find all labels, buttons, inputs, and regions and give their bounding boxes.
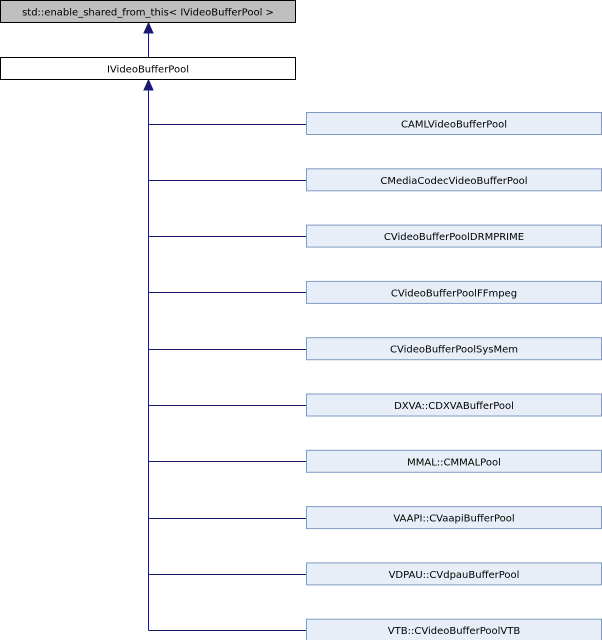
derived-class-label: VAAPI::CVaapiBufferPool (393, 514, 514, 525)
derived-class-label: CMediaCodecVideoBufferPool (380, 176, 527, 187)
current-class-node[interactable]: IVideoBufferPool (0, 57, 296, 80)
derived-class-label: VTB::CVideoBufferPoolVTB (388, 626, 521, 637)
arrow-head (143, 78, 154, 91)
derived-class-node[interactable]: VDPAU::CVdpauBufferPool (306, 562, 602, 586)
derived-class-label: CVideoBufferPoolDRMPRIME (384, 232, 524, 243)
derived-class-node[interactable]: CVideoBufferPoolSysMem (306, 337, 602, 361)
derived-class-node[interactable]: CVideoBufferPoolDRMPRIME (306, 224, 602, 248)
derived-class-label: VDPAU::CVdpauBufferPool (389, 570, 520, 581)
derived-class-node[interactable]: CAMLVideoBufferPool (306, 112, 602, 135)
derived-class-label: CVideoBufferPoolSysMem (390, 345, 518, 356)
derived-class-label: DXVA::CDXVABufferPool (394, 401, 514, 412)
derived-class-node[interactable]: VAAPI::CVaapiBufferPool (306, 506, 602, 530)
derived-classes: CAMLVideoBufferPoolCMediaCodecVideoBuffe… (306, 112, 602, 640)
derived-class-label: MMAL::CMMALPool (407, 457, 501, 468)
base-class-label: std::enable_shared_from_this< IVideoBuff… (22, 8, 274, 19)
derived-class-node[interactable]: CMediaCodecVideoBufferPool (306, 168, 602, 192)
inheritance-edges (143, 21, 307, 631)
base-class-node[interactable]: std::enable_shared_from_this< IVideoBuff… (0, 0, 296, 23)
derived-class-label: CVideoBufferPoolFFmpeg (391, 288, 517, 299)
derived-class-label: CAMLVideoBufferPool (401, 120, 507, 131)
current-class-label: IVideoBufferPool (107, 65, 189, 76)
derived-class-node[interactable]: VTB::CVideoBufferPoolVTB (306, 618, 602, 640)
derived-class-node[interactable]: DXVA::CDXVABufferPool (306, 393, 602, 417)
derived-class-node[interactable]: CVideoBufferPoolFFmpeg (306, 280, 602, 304)
derived-class-node[interactable]: MMAL::CMMALPool (306, 449, 602, 473)
arrow-head (143, 21, 154, 34)
